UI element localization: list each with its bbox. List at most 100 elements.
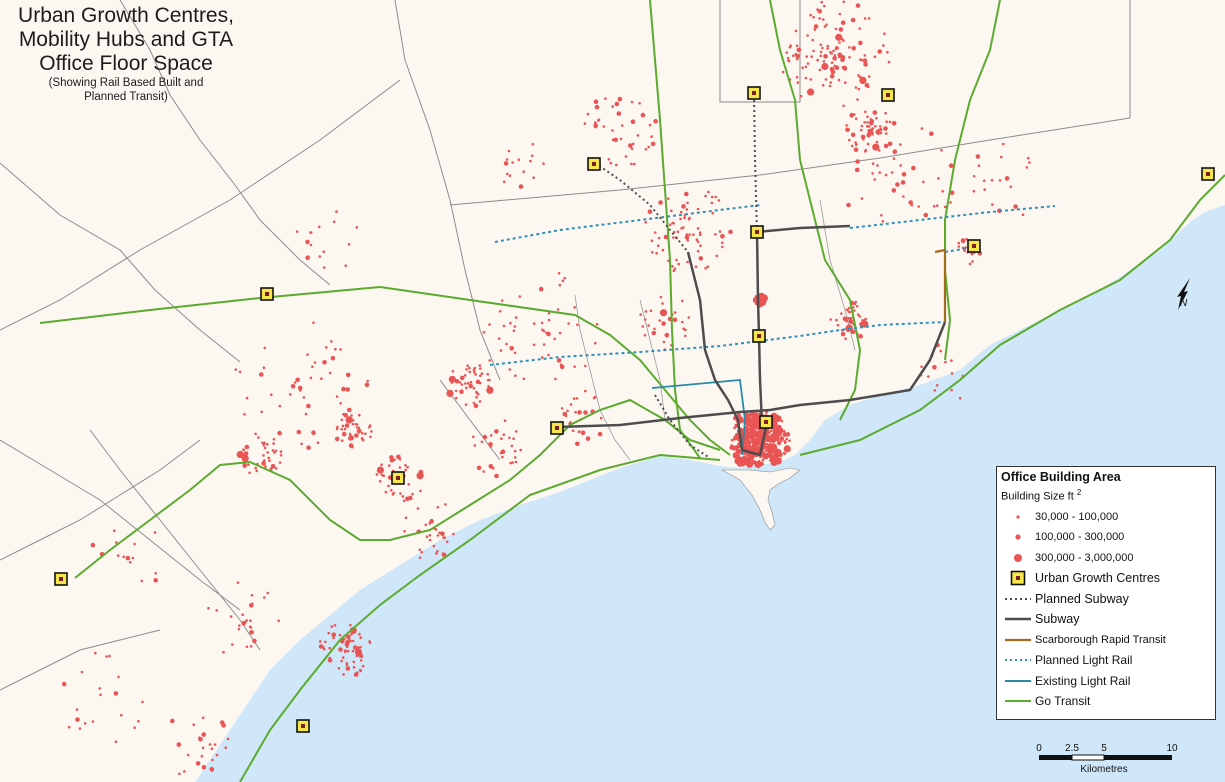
title-line-2: Mobility Hubs and GTA [18,28,234,51]
office-dot-small [418,548,422,552]
ugc-marker-icon[interactable] [881,88,895,102]
office-dot-small [114,740,118,744]
office-dot-small [473,366,477,370]
office-dot-medium [243,451,249,456]
ugc-marker-icon[interactable] [750,225,764,239]
office-dot-large [241,454,249,462]
office-dot-small [300,442,303,446]
ugc-marker-icon[interactable] [747,86,761,100]
ugc-marker-icon[interactable] [391,471,405,485]
office-dot-small [254,466,257,470]
legend-item-existing-lrt: Existing Light Rail [1001,671,1211,692]
ugc-marker-icon[interactable] [587,157,601,171]
office-dot-core [752,422,759,430]
office-dot-small [822,60,826,63]
office-dot-small [695,238,699,241]
office-dot-small [407,483,411,486]
office-dot-medium [854,167,860,173]
office-dot-small [781,70,785,74]
office-dot-medium [259,372,264,377]
office-dot-small [399,492,402,495]
office-dot-small [806,62,810,65]
solid-blue-line-icon [1001,678,1035,684]
office-dot-medium [834,65,840,70]
office-dot-medium [853,147,859,152]
office-dot-medium [872,110,878,115]
office-dot-medium [851,46,856,51]
office-dot-medium [330,355,336,361]
legend-item-planned-subway: Planned Subway [1001,589,1211,610]
office-dot-small [375,473,379,476]
office-dot-small [338,633,342,637]
office-dot-medium [90,542,96,548]
office-dot-small [250,594,254,597]
office-dot-small [714,233,717,236]
office-dot-small [650,135,653,138]
office-dot-small [266,451,270,454]
office-dot-medium [891,188,897,193]
office-dot-small [332,636,335,640]
office-dot-medium [345,639,351,645]
office-dot-medium [296,429,302,435]
office-dot-small [558,283,562,287]
office-dot-small [128,560,132,564]
scale-bar: 0 2.5 5 10 Kilometres [1034,740,1214,780]
ugc-marker-icon[interactable] [759,415,773,429]
office-dot-small [489,434,493,437]
office-dot-small [855,304,859,308]
office-dot-small [352,660,356,664]
office-dot-small [540,321,544,325]
office-dot-small [468,366,471,370]
ugc-marker-icon[interactable] [550,421,564,435]
ugc-marker-icon[interactable] [967,239,981,253]
ugc-marker-icon[interactable] [260,287,274,301]
ugc-marker-icon[interactable] [752,329,766,343]
ugc-marker-icon[interactable] [54,572,68,586]
office-dot-small [274,467,278,470]
office-dot-medium [305,255,311,260]
office-dot-medium [663,234,669,240]
legend-item-medium-dot: 100,000 - 300,000 [1001,527,1211,548]
office-dot-core [766,451,772,456]
office-dot-small [819,50,823,54]
office-dot-small [667,197,670,200]
ugc-marker-icon[interactable] [1201,167,1215,181]
office-dot-small [677,262,680,266]
office-dot-small [957,245,961,248]
office-dot-medium [353,645,358,650]
office-dot-medium [593,99,599,104]
office-dot-small [825,23,828,27]
office-dot-small [380,473,384,477]
office-dot-medium [866,132,871,138]
office-dot-small [783,430,786,433]
office-dot-small [369,435,372,439]
legend-item-scarborough-rt: Scarborough Rapid Transit [1001,630,1211,651]
office-dot-small [436,550,439,553]
office-dot-small [117,675,120,679]
office-dot-medium [344,423,350,428]
office-dot-small [115,541,118,544]
office-dot-small [266,443,269,446]
office-dot-small [647,145,650,149]
office-dot-small [854,141,857,144]
office-dot-medium [575,441,580,447]
office-dot-small [615,163,618,167]
office-dot-small [860,124,864,128]
office-dot-small [154,572,157,575]
office-dot-small [941,190,944,193]
office-dot-small [860,58,863,62]
office-dot-small [688,233,691,236]
office-dot-small [340,428,344,431]
ugc-marker-icon[interactable] [296,719,310,733]
office-dot-small [322,647,326,651]
office-dot-small [261,441,264,445]
office-dot-small [867,17,871,20]
office-dot-medium [468,383,474,389]
office-dot-medium [887,141,893,147]
office-dot-small [451,369,455,373]
office-dot-medium [684,235,690,240]
office-dot-small [340,659,343,663]
office-dot-small [853,309,856,312]
office-dot-small [887,60,891,64]
